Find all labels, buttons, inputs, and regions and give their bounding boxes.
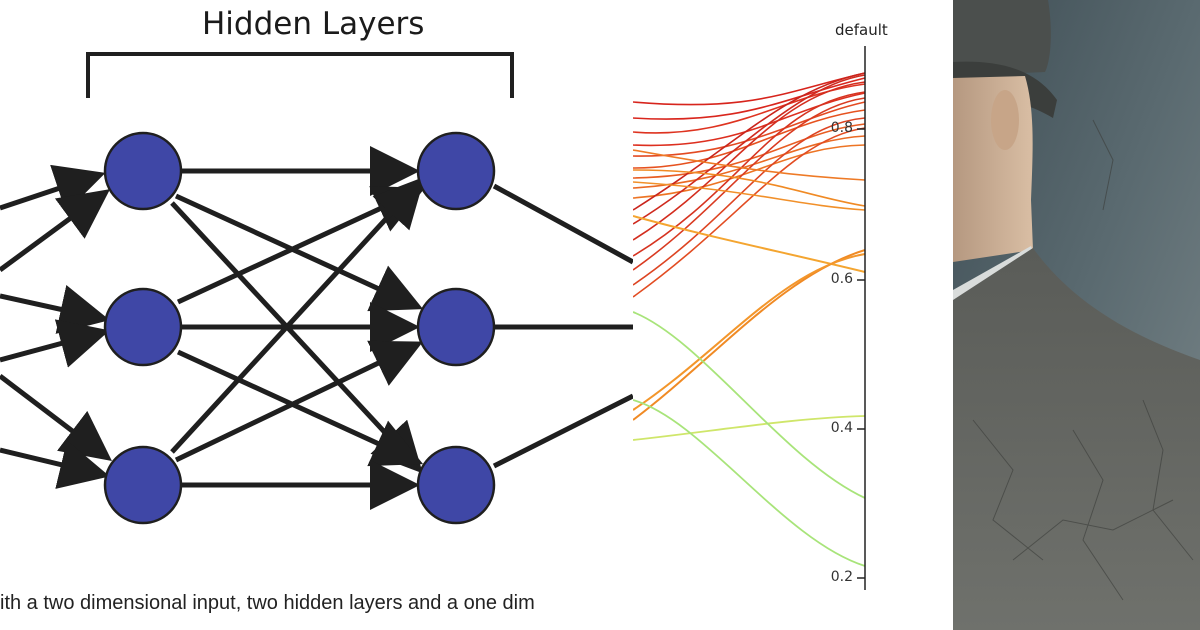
hidden-layers-bracket [86,52,514,98]
axis-title: default [835,21,888,39]
diagram-caption: ith a two dimensional input, two hidden … [0,592,535,614]
input-edges [0,164,112,489]
red-lines [633,72,866,298]
hidden2-node-3 [416,445,496,525]
portrait-photo [953,0,1200,630]
hidden-layers-title: Hidden Layers [202,6,425,42]
neural-network-graphic [0,52,633,525]
tick-label: 0.4 [830,420,853,436]
neural-network-diagram: Hidden Layers [0,6,633,614]
hidden1-node-1 [103,131,183,211]
output-edges [492,183,633,469]
tick-label: 0.8 [830,120,853,136]
parallel-coordinates-plot: default 0.8 0.6 0.4 0.2 [633,0,953,630]
hidden-edges [170,146,426,510]
hidden2-node-1 [416,131,496,211]
tick-label: 0.6 [830,271,853,287]
hidden1-node-3 [103,445,183,525]
green-lines [633,311,866,567]
parallel-coordinates-graphic [633,46,866,590]
tick-label: 0.2 [830,569,853,585]
default-axis [857,46,866,590]
orange-lines [633,215,866,421]
hidden2-node-2 [416,287,496,367]
hidden1-node-2 [103,287,183,367]
person-portrait-image [953,0,1200,630]
